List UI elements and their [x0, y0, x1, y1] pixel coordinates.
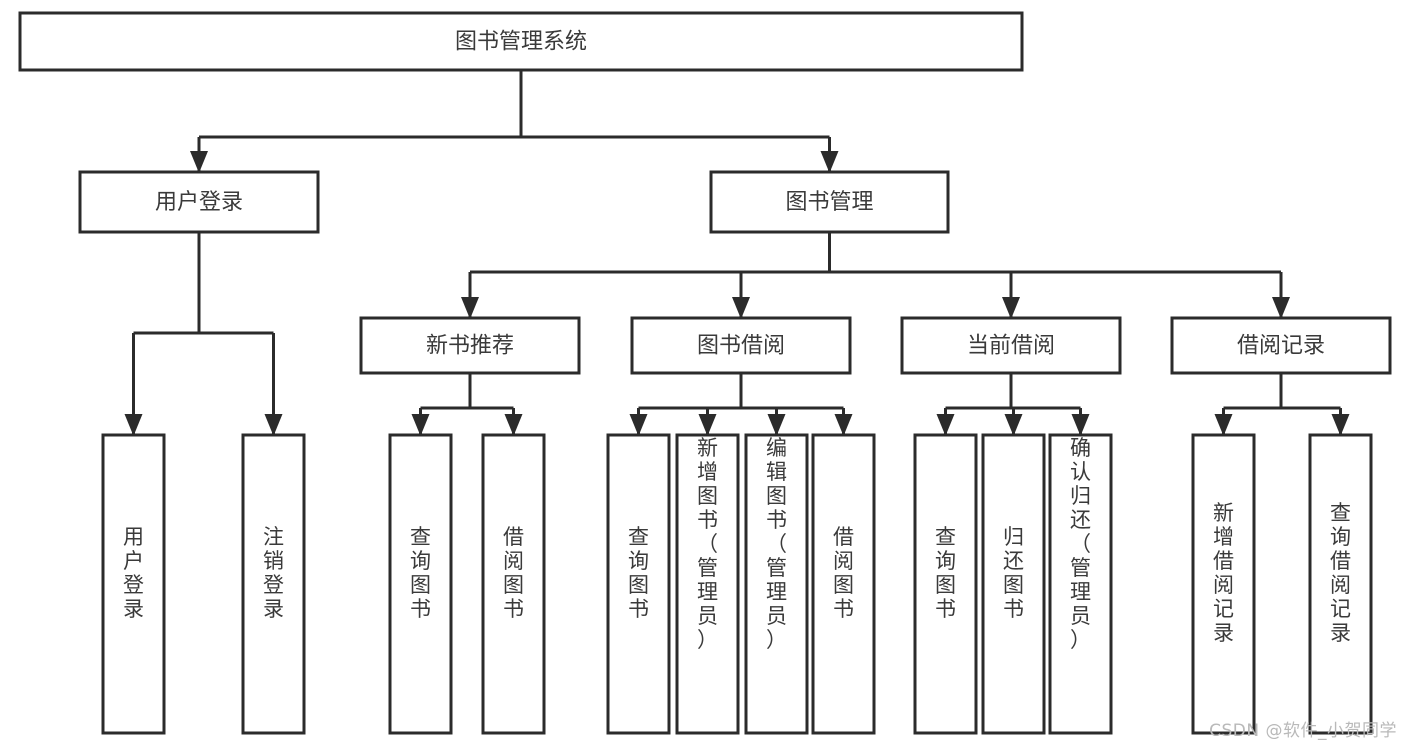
node-label: 注销登录	[263, 525, 284, 621]
node-label: 编辑图书（管理员）	[766, 436, 787, 652]
node-leaf-borrow-book-2[interactable]: 借阅图书	[811, 433, 876, 735]
node-leaf-borrow-book-1[interactable]: 借阅图书	[481, 433, 546, 735]
arrowhead-icon	[1002, 297, 1020, 319]
node-box	[606, 433, 671, 735]
node-box	[630, 316, 852, 375]
arrowhead-icon	[1071, 414, 1090, 436]
node-box	[388, 433, 453, 735]
node-box	[913, 433, 978, 735]
node-box	[675, 433, 740, 735]
arrowhead-icon	[1004, 414, 1023, 436]
node-box	[359, 316, 581, 375]
arrowhead-icon	[411, 414, 430, 436]
node-leaf-query-book-1[interactable]: 查询图书	[388, 433, 453, 735]
node-book-manage[interactable]: 图书管理	[709, 170, 950, 234]
node-leaf-add-record[interactable]: 新增借阅记录	[1191, 433, 1256, 735]
node-label: 新增借阅记录	[1213, 501, 1234, 645]
node-label: 图书借阅	[697, 334, 785, 359]
arrowhead-icon	[1214, 414, 1233, 436]
node-box	[981, 433, 1046, 735]
node-box	[1170, 316, 1392, 375]
node-label: 查询图书	[935, 525, 956, 621]
arrowhead-icon	[461, 297, 479, 319]
arrowhead-icon	[820, 151, 839, 173]
node-box	[900, 316, 1122, 375]
node-layer: 图书管理系统用户登录图书管理新书推荐图书借阅当前借阅借阅记录用户登录注销登录查询…	[18, 11, 1392, 735]
node-borrow-record[interactable]: 借阅记录	[1170, 316, 1392, 375]
arrowhead-icon	[264, 414, 283, 436]
node-label: 用户登录	[123, 525, 144, 621]
node-label: 查询借阅记录	[1330, 501, 1351, 645]
node-leaf-user-login[interactable]: 用户登录	[101, 433, 166, 735]
arrowhead-icon	[1272, 297, 1290, 319]
node-box	[18, 11, 1024, 72]
node-label: 归还图书	[1003, 525, 1024, 621]
node-box	[78, 170, 320, 234]
node-label: 新书推荐	[426, 334, 514, 359]
node-label: 确认归还（管理员）	[1070, 436, 1091, 652]
node-leaf-add-book[interactable]: 新增图书（管理员）	[675, 433, 740, 735]
arrowhead-icon	[629, 414, 648, 436]
node-box	[101, 433, 166, 735]
arrowhead-icon	[767, 414, 786, 436]
node-leaf-confirm-return[interactable]: 确认归还（管理员）	[1048, 433, 1113, 735]
node-box	[241, 433, 306, 735]
node-leaf-edit-book[interactable]: 编辑图书（管理员）	[744, 433, 809, 735]
arrowhead-icon	[936, 414, 955, 436]
node-leaf-return-book[interactable]: 归还图书	[981, 433, 1046, 735]
node-book-borrow[interactable]: 图书借阅	[630, 316, 852, 375]
node-label: 借阅图书	[833, 525, 854, 621]
node-label: 新增图书（管理员）	[697, 436, 718, 652]
node-label: 查询图书	[628, 525, 649, 621]
node-box	[1308, 433, 1373, 735]
arrowhead-icon	[124, 414, 143, 436]
arrowhead-icon	[732, 297, 750, 319]
node-new-book-recommend[interactable]: 新书推荐	[359, 316, 581, 375]
node-label: 当前借阅	[967, 334, 1055, 359]
node-box	[1048, 433, 1113, 735]
node-label: 查询图书	[410, 525, 431, 621]
node-label: 图书管理系统	[455, 30, 587, 55]
arrowhead-icon	[190, 151, 208, 173]
arrowhead-icon	[504, 414, 523, 436]
node-box	[481, 433, 546, 735]
arrowhead-icon	[1331, 414, 1350, 436]
node-box	[744, 433, 809, 735]
arrowhead-icon	[834, 414, 853, 436]
connector-layer	[124, 70, 1350, 436]
node-root-root[interactable]: 图书管理系统	[18, 11, 1024, 72]
node-leaf-user-logout[interactable]: 注销登录	[241, 433, 306, 735]
node-label: 借阅图书	[503, 525, 524, 621]
node-leaf-query-book-2[interactable]: 查询图书	[606, 433, 671, 735]
watermark-text: CSDN @软件_小贺同学	[1209, 721, 1397, 741]
node-leaf-query-record[interactable]: 查询借阅记录	[1308, 433, 1373, 735]
node-label: 用户登录	[155, 190, 243, 215]
node-user-login[interactable]: 用户登录	[78, 170, 320, 234]
node-leaf-query-book-3[interactable]: 查询图书	[913, 433, 978, 735]
node-box	[709, 170, 950, 234]
node-label: 借阅记录	[1237, 334, 1325, 359]
node-box	[811, 433, 876, 735]
node-box	[1191, 433, 1256, 735]
node-label: 图书管理	[785, 190, 873, 215]
node-current-borrow[interactable]: 当前借阅	[900, 316, 1122, 375]
arrowhead-icon	[698, 414, 717, 436]
